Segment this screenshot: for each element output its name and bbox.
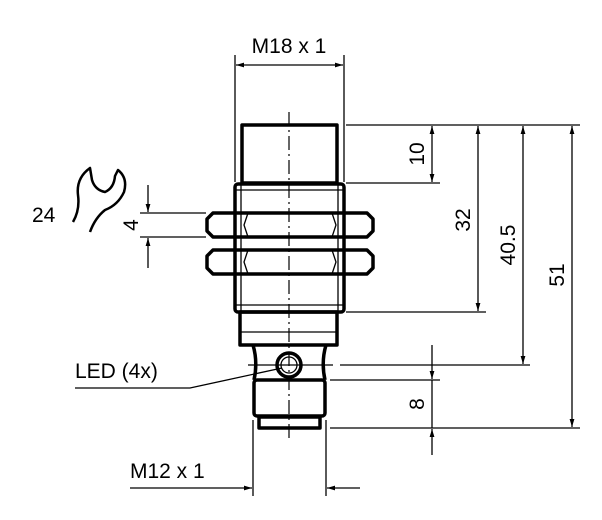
label-dim-8: 8 (406, 398, 429, 410)
label-dim-40-5: 40.5 (497, 225, 520, 266)
label-m18: M18 x 1 (252, 35, 327, 58)
wrench-icon (71, 166, 127, 233)
label-dim-51: 51 (546, 263, 569, 286)
neck (251, 344, 328, 381)
led-callout: LED (4x) (75, 360, 283, 389)
nut-upper (205, 211, 375, 239)
nut-lower (205, 248, 375, 276)
label-dim-32: 32 (452, 208, 475, 231)
wrench-dimension: 24 4 (32, 166, 206, 268)
dimension-m18: M18 x 1 (234, 35, 345, 182)
label-m12: M12 x 1 (130, 460, 205, 483)
body-ring (238, 310, 339, 347)
connector-tip (257, 415, 322, 430)
dimensions-right: 10 32 40.5 51 8 (330, 124, 580, 455)
sensor-body (205, 123, 375, 430)
label-nut-height: 4 (120, 219, 143, 231)
label-dim-10: 10 (406, 142, 429, 165)
label-led: LED (4x) (75, 360, 158, 383)
label-wrench-size: 24 (32, 204, 56, 227)
dimension-m12: M12 x 1 (130, 420, 360, 496)
